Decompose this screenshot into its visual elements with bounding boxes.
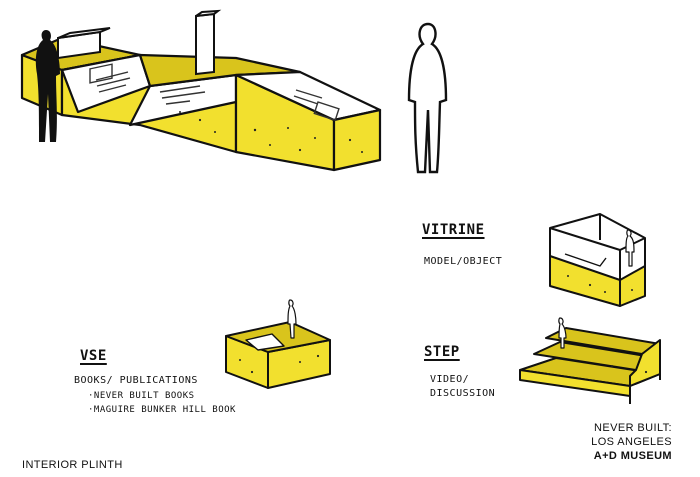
panel-text-marks <box>89 63 340 122</box>
vitrine-base-front <box>549 255 621 307</box>
credit-line-2: LOS ANGELES <box>591 436 672 448</box>
step-speckles <box>547 365 648 381</box>
step-heading: STEP <box>424 344 460 360</box>
vitrine-speckles <box>567 275 633 293</box>
caption-interior-plinth: INTERIOR PLINTH <box>22 459 123 471</box>
vitrine-base-side <box>619 265 646 307</box>
vse-speckles <box>239 354 320 374</box>
plinth-right-side <box>332 108 382 172</box>
tall-column <box>195 9 222 76</box>
credit-block: NEVER BUILT: LOS ANGELES A+D MUSEUM <box>591 421 672 463</box>
vitrine-sketch <box>549 213 646 307</box>
small-top-box <box>57 27 111 60</box>
vse-sketch <box>225 299 331 389</box>
figure-outline <box>407 22 448 174</box>
step-subtitle-1: VIDEO/ <box>430 374 470 385</box>
vitrine-heading: VITRINE <box>422 222 485 238</box>
credit-line-3: A+D MUSEUM <box>593 450 672 462</box>
vse-panel <box>245 333 285 351</box>
vitrine-glass-edges <box>549 214 646 280</box>
vse-heading: VSE <box>80 348 107 364</box>
step-sketch <box>519 317 661 404</box>
credit-line-1: NEVER BUILT: <box>594 422 672 434</box>
step-subtitle-2: DISCUSSION <box>430 388 496 399</box>
vse-item-2: ·MAGUIRE BUNKER HILL BOOK <box>88 405 236 415</box>
vse-subtitle: BOOKS/ PUBLICATIONS <box>74 375 198 386</box>
figure-black <box>35 30 60 142</box>
vitrine-subtitle: MODEL/OBJECT <box>424 256 503 267</box>
vse-item-1: ·NEVER BUILT BOOKS <box>88 391 195 401</box>
